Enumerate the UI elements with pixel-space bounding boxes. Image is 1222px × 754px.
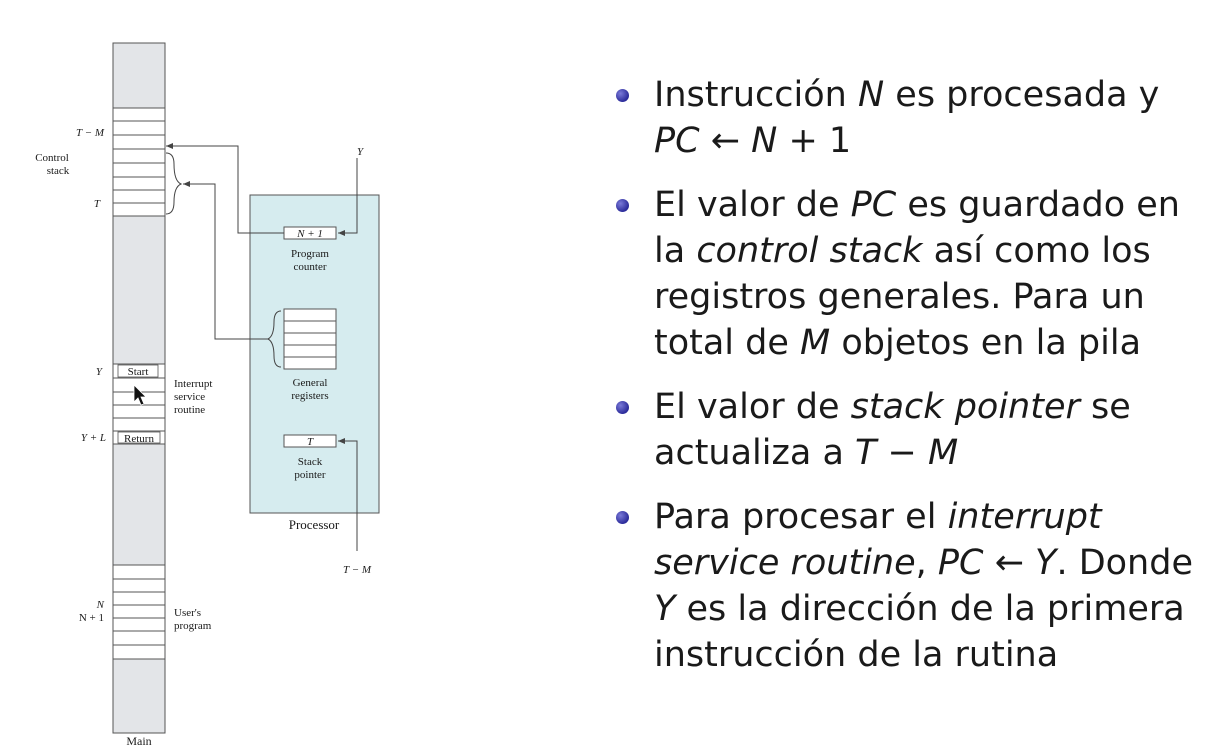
isr-label-3: routine [174,404,205,416]
cell-return-label: Return [124,433,154,445]
italic-term: stack pointer [850,387,1080,427]
bullet-text: El valor de PC es guardado en la control… [654,185,1180,363]
stack-pointer-label-1: Stack [298,456,323,468]
program-counter-label-2: counter [294,261,327,273]
stack-pointer-register [283,434,337,448]
italic-term: control stack [696,231,923,271]
bullet-item: El valor de stack pointer se actualiza a… [612,384,1212,476]
control-stack-brace [165,152,183,215]
stack-pointer-label-2: pointer [294,469,325,481]
bullet-list: Instrucción N es procesada y PC ← N + 1 … [612,72,1212,696]
text-run: , [915,543,938,583]
isr-label-2: service [174,391,205,403]
text-run: . Donde [1056,543,1193,583]
input-y-label: Y [357,146,365,158]
text-run: + 1 [777,121,852,161]
main-caption: Main [126,734,151,748]
user-program-label-2: program [174,620,212,632]
addr-t: T [94,198,101,210]
isr-label-1: Interrupt [174,378,212,390]
general-registers-label-1: General [293,377,328,389]
addr-y: Y [96,366,104,378]
cell-return [117,431,161,444]
arrow-pc-to-stack [166,143,284,234]
italic-term: interrupt service routine [654,497,1102,583]
general-registers [283,308,337,370]
control-stack-label-2: stack [47,165,70,177]
program-counter-label-1: Program [291,248,329,260]
italic-term: Y [1035,543,1057,583]
mouse-cursor-icon [133,384,147,406]
bullet-text: Para procesar el interrupt service routi… [654,497,1193,675]
arrow-tm-to-sp [338,438,358,551]
stack-pointer-value: T [307,436,314,448]
bullet-text: Instrucción N es procesada y PC ← N + 1 [654,75,1159,161]
control-stack-label-1: Control [35,152,69,164]
italic-term: PC [850,185,897,225]
cell-start [117,364,159,378]
italic-term: N [857,75,885,115]
input-tm-label: T − M [343,564,372,576]
italic-term: M [927,433,959,473]
bullet-dot-icon [616,511,629,524]
user-program-block [112,564,166,660]
text-run: objetos en la pila [830,323,1142,363]
text-run: es procesada y [884,75,1160,115]
text-run: ← [699,121,752,161]
italic-term: PC [937,543,984,583]
text-run: Instrucción [654,75,858,115]
bullet-dot-icon [616,401,629,414]
addr-t-minus-m: T − M [76,127,105,139]
text-run: se actualiza a [654,387,1131,473]
italic-term: PC [654,121,700,161]
text-run: ← [983,543,1036,583]
text-run: así como los registros generales. Para u… [654,231,1151,363]
text-run: El valor de [654,185,851,225]
user-program-label-1: User's [174,607,201,619]
bullet-item: Instrucción N es procesada y PC ← N + 1 [612,72,1212,164]
arrow-y-to-pc [338,158,358,236]
text-run: Para procesar el [654,497,948,537]
processor-caption: Processor [289,517,340,532]
addr-y-plus-l: Y + L [81,432,106,444]
cell-start-label: Start [128,366,149,378]
program-counter-value: N + 1 [296,228,323,240]
control-stack-slots [112,107,166,217]
addr-n-plus-1: N + 1 [79,612,104,624]
bullet-item: El valor de PC es guardado en la control… [612,182,1212,366]
text-run: − [876,433,928,473]
addr-n: N [96,599,105,611]
italic-term: N [751,121,778,161]
text-run: El valor de [654,387,851,427]
italic-term: Y [654,589,676,629]
italic-term: T [855,433,877,473]
bullet-dot-icon [616,199,629,212]
bullet-dot-icon [616,89,629,102]
text-run: es guardado en la [654,185,1180,271]
bullet-item: Para procesar el interrupt service routi… [612,494,1212,678]
bullet-text: El valor de stack pointer se actualiza a… [654,387,1131,473]
text-run: es la dirección de la primera instrucció… [654,589,1185,675]
general-registers-label-2: registers [291,390,328,402]
arrow-registers-to-stack [183,181,268,340]
italic-term: M [800,323,831,363]
